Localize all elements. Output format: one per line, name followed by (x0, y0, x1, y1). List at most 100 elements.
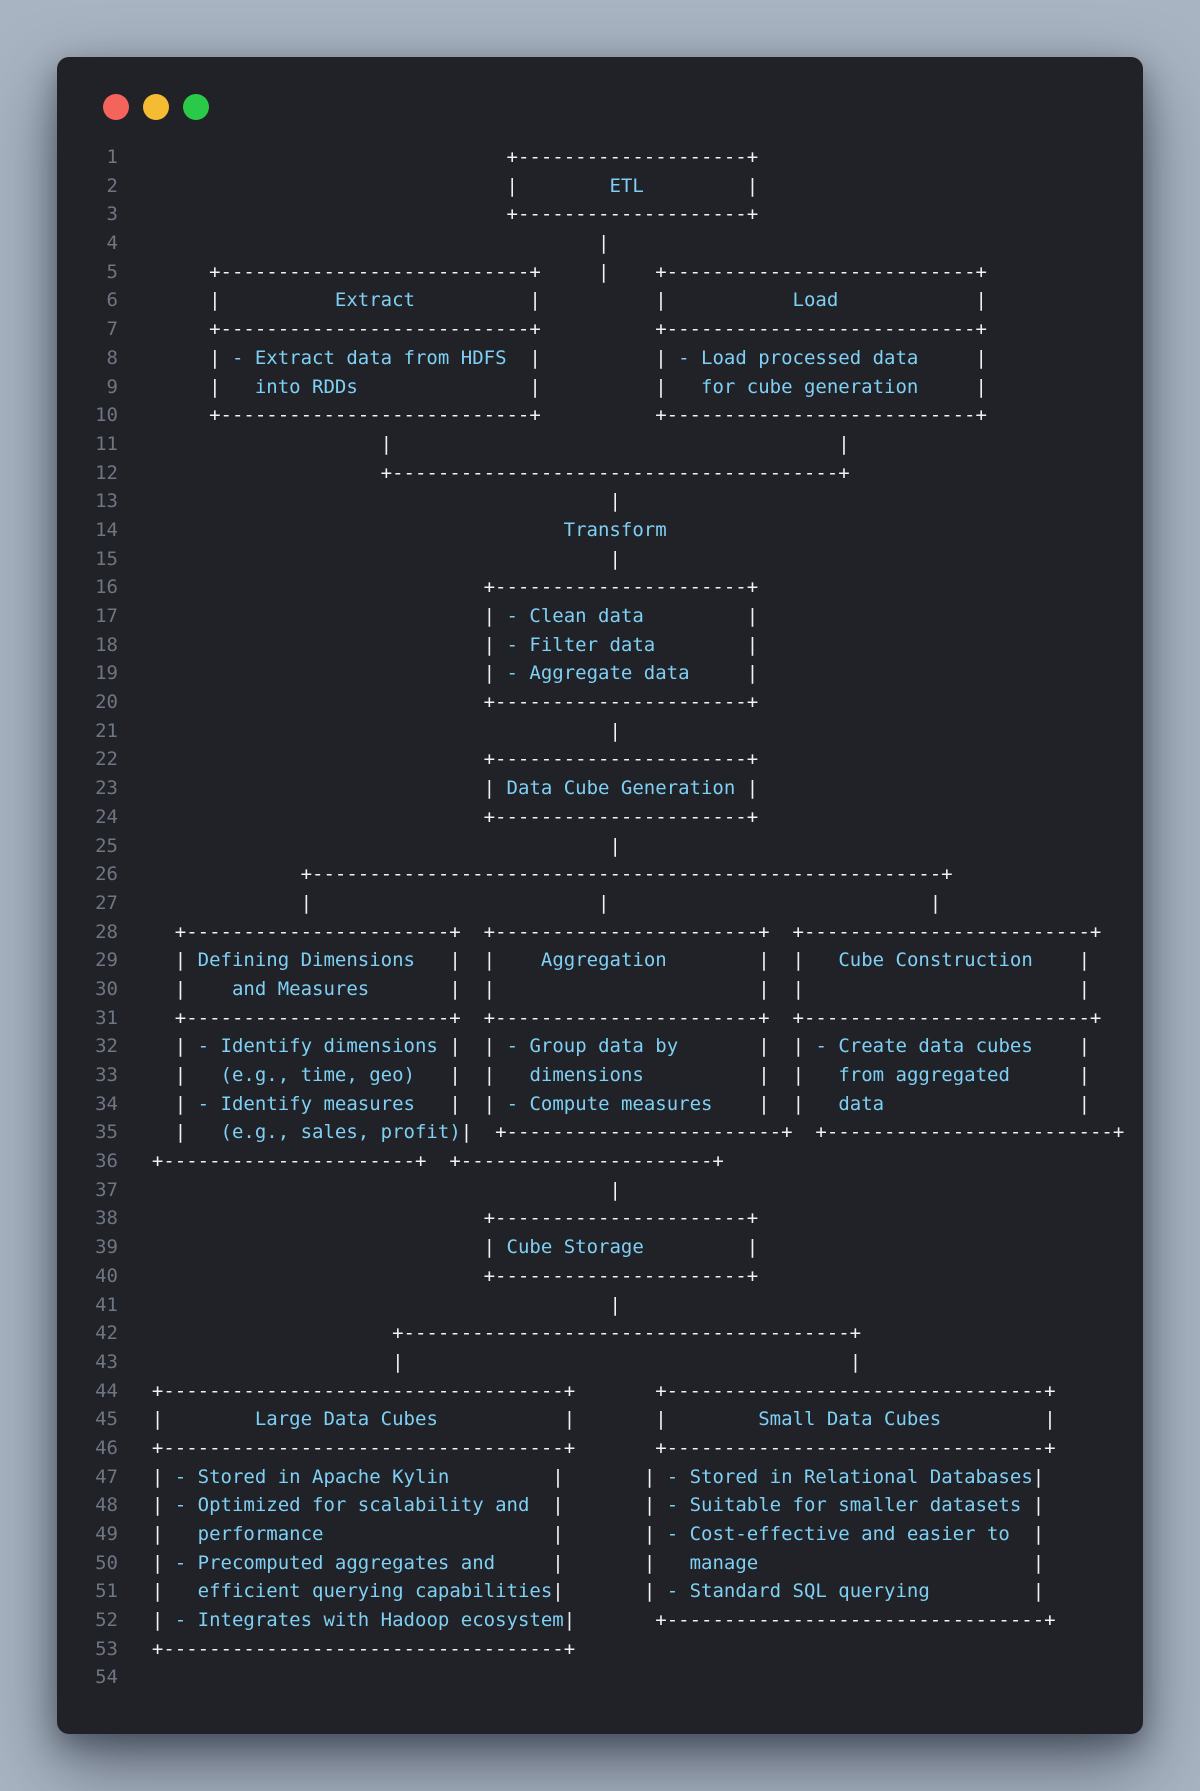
code-line: +--------------------+ (506, 146, 759, 168)
code-line: | into RDDs | | for cube generation | (209, 375, 987, 398)
code-line: | | | (300, 891, 942, 914)
code-line: | - Optimized for scalability and | | - … (151, 1494, 1045, 1517)
code-line: | Defining Dimensions | | Aggregation | … (174, 949, 1091, 972)
line-number: 50 (95, 1551, 118, 1574)
code-line: +---------------------------------------… (392, 1322, 862, 1345)
line-number: 27 (95, 891, 118, 914)
code-line: | Data Cube Generation | (483, 777, 759, 800)
line-number: 37 (95, 1178, 118, 1201)
line-number: 40 (95, 1264, 118, 1287)
code-line: | (609, 719, 621, 742)
code-line: | - Extract data from HDFS | | - Load pr… (209, 346, 987, 369)
ascii-diagram: +--------------------+ | ETL | +--------… (129, 143, 1124, 1724)
line-number: 11 (95, 432, 118, 455)
line-number: 38 (95, 1207, 118, 1230)
close-button[interactable] (103, 94, 129, 120)
line-number: 10 (95, 404, 118, 427)
line-number: 17 (95, 605, 118, 627)
code-line (129, 1663, 1124, 1692)
line-number: 28 (95, 920, 118, 943)
code-line: +----------------------+ (483, 1264, 759, 1287)
line-number: 41 (95, 1293, 118, 1316)
line-number: 34 (95, 1092, 118, 1115)
line-number: 42 (95, 1322, 118, 1345)
code-line: +----------------------+ (483, 805, 759, 828)
code-line: | efficient querying capabilities| | - S… (151, 1580, 1045, 1603)
code-line: | - Aggregate data | (483, 662, 759, 685)
line-number: 21 (95, 719, 118, 742)
code-line: | - Filter data | (483, 633, 759, 656)
line-number: 54 (95, 1666, 118, 1689)
line-number: 2 (106, 174, 118, 197)
line-number: 24 (95, 805, 118, 828)
code-line: | - Identify dimensions | | - Group data… (174, 1035, 1091, 1058)
code-line: +---------------------------+ +---------… (209, 318, 987, 341)
code-line: Transform (129, 518, 667, 541)
line-number: 31 (95, 1006, 118, 1029)
line-number: 35 (95, 1121, 118, 1144)
line-number: 15 (95, 547, 118, 570)
code-line: +----------------------+ +--------------… (151, 1150, 724, 1173)
minimize-button[interactable] (143, 94, 169, 120)
code-line: | - Integrates with Hadoop ecosystem| +-… (151, 1609, 1056, 1632)
line-number: 45 (95, 1408, 118, 1431)
code-line: +---------------------------------------… (300, 863, 953, 886)
code-line: | ETL | (506, 174, 759, 197)
zoom-button[interactable] (183, 94, 209, 120)
code-line: | | (392, 1350, 862, 1373)
code-line: | Large Data Cubes | | Small Data Cubes … (151, 1408, 1056, 1431)
code-line: | (609, 1178, 621, 1201)
line-number: 32 (95, 1035, 118, 1058)
code-line: | - Stored in Apache Kylin | | - Stored … (151, 1465, 1045, 1488)
window-titlebar (103, 94, 209, 120)
code-line: +--------------------+ (506, 203, 759, 226)
code-line: | - Identify measures | | - Compute meas… (174, 1092, 1091, 1115)
line-number: 19 (95, 662, 118, 685)
code-line: +-----------------------+ +-------------… (174, 1006, 1102, 1029)
code-line: +---------------------------------------… (380, 461, 850, 484)
line-number: 5 (106, 260, 118, 283)
code-line: | (609, 1293, 621, 1316)
code-line: +-----------------------------------+ (151, 1637, 576, 1660)
line-number: 9 (106, 375, 118, 398)
code-line: +----------------------+ (483, 576, 759, 599)
code-line: +---------------------------+ | +-------… (209, 260, 987, 283)
line-number: 6 (106, 289, 118, 312)
line-number: 52 (95, 1609, 118, 1632)
code-line: | - Clean data | (483, 605, 759, 627)
code-line: | Cube Storage | (483, 1236, 759, 1259)
code-line: +-----------------------------------+ +-… (151, 1436, 1056, 1459)
line-number: 36 (95, 1150, 118, 1173)
code-line: +----------------------+ (483, 691, 759, 714)
line-number: 3 (106, 203, 118, 226)
code-line: +-----------------------+ +-------------… (174, 920, 1102, 943)
line-number: 25 (95, 834, 118, 857)
line-number: 48 (95, 1494, 118, 1517)
code-line: | (598, 232, 610, 255)
line-number: 33 (95, 1064, 118, 1086)
line-number: 23 (95, 777, 118, 800)
line-number: 46 (95, 1436, 118, 1459)
code-line: | (e.g., sales, profit)| +--------------… (174, 1121, 1125, 1144)
line-number: 44 (95, 1379, 118, 1402)
line-number: 43 (95, 1350, 118, 1373)
line-number: 53 (95, 1637, 118, 1660)
line-number: 13 (95, 490, 118, 513)
line-number: 1 (106, 146, 118, 168)
code-line: | (609, 834, 621, 857)
code-line: | (609, 490, 621, 513)
line-number: 8 (106, 346, 118, 369)
code-line: +---------------------------+ +---------… (209, 404, 987, 427)
line-number: 20 (95, 691, 118, 714)
line-number: 26 (95, 863, 118, 886)
code-line: | - Precomputed aggregates and | | manag… (151, 1551, 1045, 1574)
line-number: 30 (95, 977, 118, 1000)
line-number: 29 (95, 949, 118, 972)
code-line: | and Measures | | | | | (174, 977, 1091, 1000)
line-number: 47 (95, 1465, 118, 1488)
code-line: | | (380, 432, 850, 455)
code-line: +----------------------+ (483, 1207, 759, 1230)
